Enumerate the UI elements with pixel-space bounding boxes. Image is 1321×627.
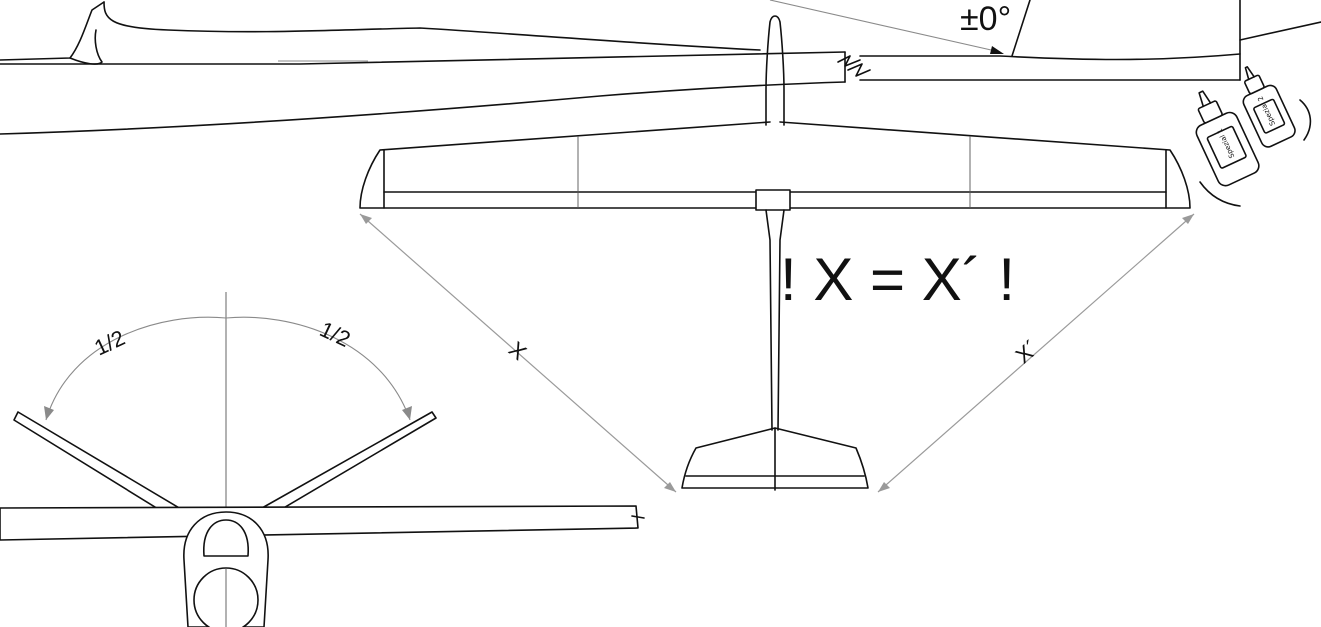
top-view: X X´ ! X = X´ !	[359, 15, 1195, 493]
bottle-neck-left	[1197, 100, 1223, 124]
front-view: 1/2 1/2	[0, 292, 645, 627]
front-view-vtail-left	[13, 411, 187, 521]
side-view-break-mark	[837, 55, 871, 77]
half-label-right: 1/2	[316, 316, 354, 352]
side-view-fuselage-top	[0, 51, 846, 65]
side-view-incidence-arrow	[990, 46, 1004, 54]
side-view-nose	[0, 1, 105, 61]
equation-label: ! X = X´ !	[780, 246, 1015, 313]
front-view-arc-arrow-right	[402, 406, 412, 420]
dimension-arrow-left-bottom	[664, 482, 676, 492]
front-view-arc-arrow-left	[44, 406, 54, 420]
side-view-fuselage-bottom	[0, 81, 846, 135]
bottle-nozzle-right	[1244, 66, 1255, 81]
front-view-canopy	[203, 519, 249, 557]
dimension-line-right	[877, 213, 1195, 493]
shake-mark-left	[1199, 181, 1241, 207]
top-view-tail-boom	[765, 209, 785, 431]
side-view-tail-boom	[859, 53, 1241, 61]
dimension-arrow-right-top	[1182, 214, 1194, 224]
top-view-nose	[765, 15, 785, 126]
front-view-vtail-right	[261, 411, 437, 517]
side-view: ±0°	[0, 0, 1321, 135]
side-view-incidence-line	[769, 0, 1001, 53]
front-view-angle-arc	[45, 316, 411, 421]
half-label-left: 1/2	[90, 325, 128, 361]
dimension-arrow-right-bottom	[878, 482, 890, 492]
front-view-wing-tip	[631, 515, 645, 519]
shake-mark-right	[1299, 99, 1312, 141]
bottle-label-right	[1253, 98, 1286, 134]
bottle-label-left	[1206, 125, 1247, 169]
dimension-line-left	[359, 213, 677, 493]
side-view-canopy-lower	[69, 29, 103, 65]
bottle-nozzle-left	[1198, 90, 1212, 108]
dimension-label-right: X´	[1011, 335, 1044, 368]
side-view-stabilizer	[1011, 0, 1321, 57]
side-view-canopy	[103, 1, 761, 51]
front-view-wing	[0, 505, 639, 541]
adhesive-bottles: Spezial 1 Spezial 2	[1195, 66, 1312, 207]
top-view-wing-center	[755, 189, 791, 211]
dimension-arrow-left-top	[360, 214, 372, 224]
angle-label: ±0°	[960, 0, 1011, 38]
bottle-neck-right	[1244, 74, 1265, 95]
